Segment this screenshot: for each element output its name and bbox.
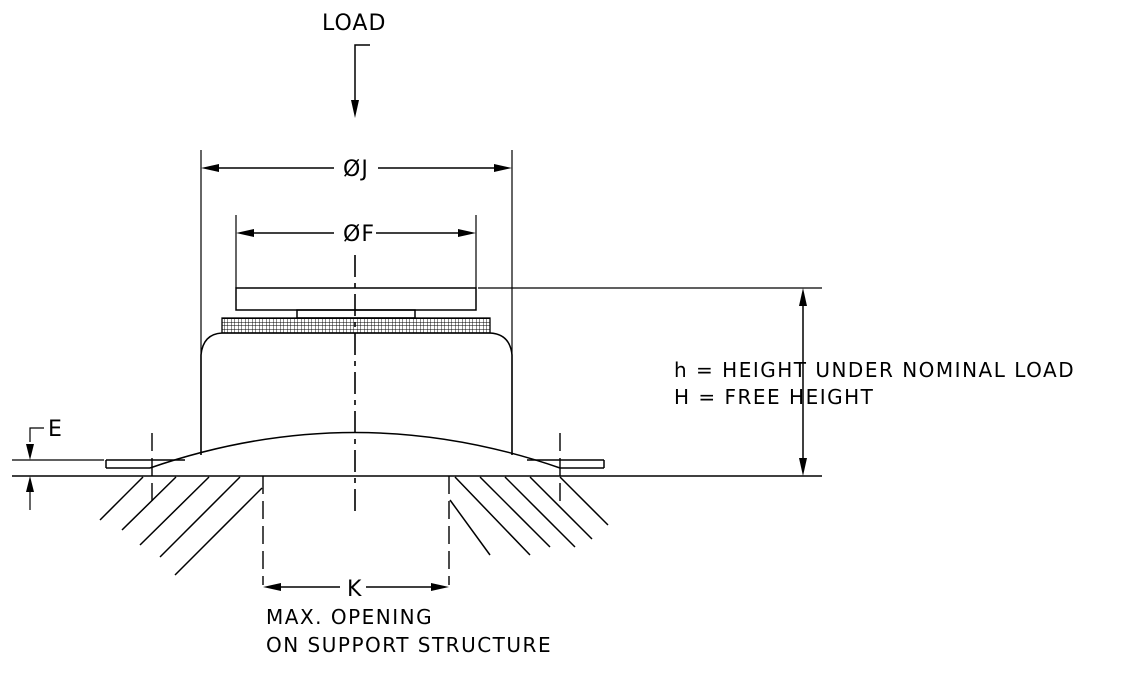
dimension-j-label: ØJ [343, 157, 369, 182]
height-note-line2: H = FREE HEIGHT [674, 385, 874, 409]
dimension-f-label: ØF [343, 222, 375, 247]
dimension-height [478, 287, 822, 476]
rubber-body [200, 332, 513, 455]
base-plate [105, 431, 605, 469]
load-arrow [351, 44, 370, 118]
dimension-j [200, 150, 513, 455]
dimension-k [263, 583, 449, 591]
support-hatch-left [99, 476, 263, 576]
opening-note-line1: MAX. OPENING [266, 605, 433, 629]
mesh-cushion [221, 317, 491, 334]
support-hatch-right [449, 476, 609, 556]
dimension-k-label: K [347, 577, 362, 602]
dimension-e [26, 427, 44, 510]
top-plate [235, 287, 477, 311]
dimension-e-label: E [48, 417, 63, 442]
height-note-line1: h = HEIGHT UNDER NOMINAL LOAD [674, 358, 1075, 382]
load-label: LOAD [322, 11, 386, 36]
opening-note-line2: ON SUPPORT STRUCTURE [266, 633, 552, 657]
plate-stud [296, 309, 416, 319]
dimension-f [235, 215, 477, 288]
